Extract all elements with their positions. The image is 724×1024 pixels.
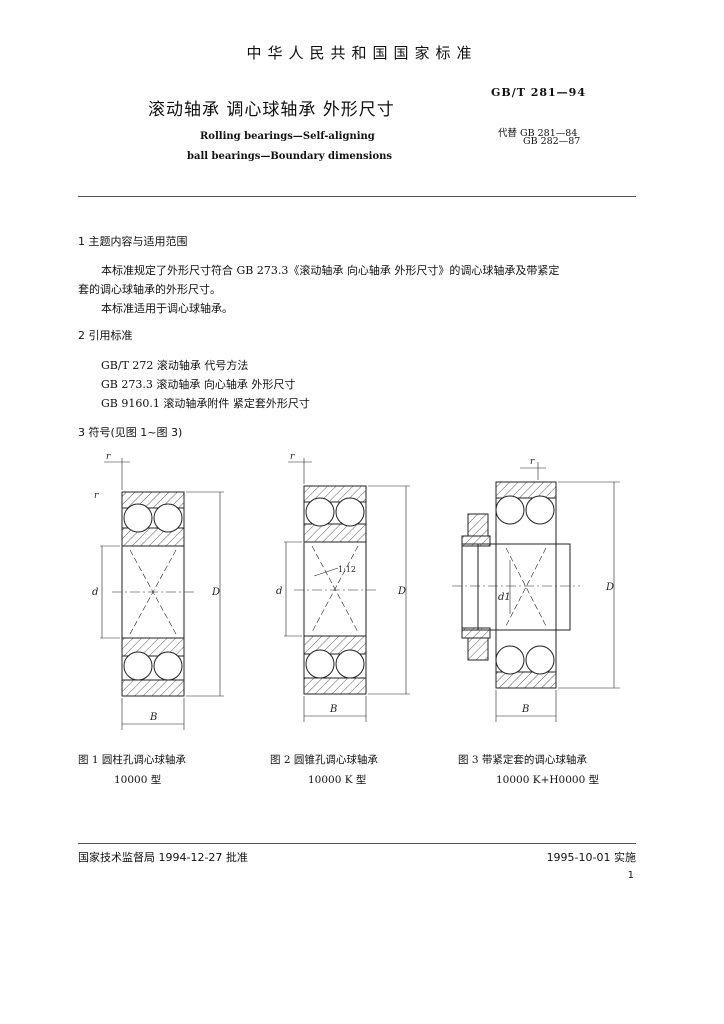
header-divider [78, 196, 636, 197]
fig3-d1-label: d1 [498, 592, 511, 603]
page-number: 1 [627, 870, 634, 881]
figure-1-caption: 图 1 圆柱孔调心球轴承 [78, 754, 186, 766]
figure-3-drawing [452, 462, 620, 722]
english-title-line-2: ball bearings—Boundary dimensions [187, 151, 393, 162]
fig3-r-label-top: r [530, 457, 535, 467]
figure-1-type: 10000 型 [114, 774, 162, 786]
figure-2-caption: 图 2 圆锥孔调心球轴承 [270, 754, 378, 766]
reference-item: GB 273.3 滚动轴承 向心轴承 外形尺寸 [101, 378, 296, 391]
reference-item: GB 9160.1 滚动轴承附件 紧定套外形尺寸 [101, 397, 310, 410]
figure-1-drawing [100, 458, 224, 730]
section-2-heading: 2 引用标准 [78, 329, 133, 342]
footer-divider [78, 843, 636, 844]
english-title-line-1: Rolling bearings—Self-aligning [200, 131, 375, 142]
fig2-B-label: B [329, 704, 337, 715]
figure-3-caption: 图 3 带紧定套的调心球轴承 [458, 754, 587, 766]
replaces-line-2: GB 282—87 [523, 136, 581, 147]
bearing-drawings: r r d D B r d D B 1:12 [92, 452, 620, 730]
figure-2-type: 10000 K 型 [308, 774, 367, 786]
implementation-date: 1995-10-01 实施 [546, 851, 636, 864]
fig1-D-label: D [211, 587, 220, 598]
fig3-B-label: B [521, 704, 529, 715]
section-1-para-2: 本标准适用于调心球轴承。 [101, 302, 233, 315]
fig2-d-label: d [276, 586, 282, 597]
document-title: 滚动轴承 调心球轴承 外形尺寸 [148, 100, 395, 120]
fig2-taper-label: 1:12 [338, 565, 356, 574]
section-1-heading: 1 主题内容与适用范围 [78, 235, 188, 248]
standard-title: 中华人民共和国国家标准 [246, 44, 478, 62]
fig1-B-label: B [149, 712, 157, 723]
section-3-heading: 3 符号(见图 1~图 3) [78, 426, 183, 439]
figure-2-drawing [284, 458, 410, 722]
section-1-para-1-line-2: 套的调心球轴承的外形尺寸。 [78, 283, 221, 296]
fig2-D-label: D [397, 586, 406, 597]
standard-code: GB/T 281—94 [491, 86, 586, 99]
fig1-r-label-top: r [106, 452, 111, 462]
section-1-para-1-line-1: 本标准规定了外形尺寸符合 GB 273.3《滚动轴承 向心轴承 外形尺寸》的调心… [101, 264, 560, 277]
fig3-D-label: D [605, 582, 614, 593]
reference-item: GB/T 272 滚动轴承 代号方法 [101, 359, 249, 372]
fig1-d-label: d [92, 587, 98, 598]
approval-line: 国家技术监督局 1994-12-27 批准 [78, 851, 248, 864]
fig2-r-label-top: r [290, 452, 295, 462]
fig1-r-label-side: r [94, 491, 99, 501]
figure-3-type: 10000 K+H0000 型 [496, 774, 600, 786]
replaces-line-1: 代替 GB 281—84 [498, 128, 578, 139]
